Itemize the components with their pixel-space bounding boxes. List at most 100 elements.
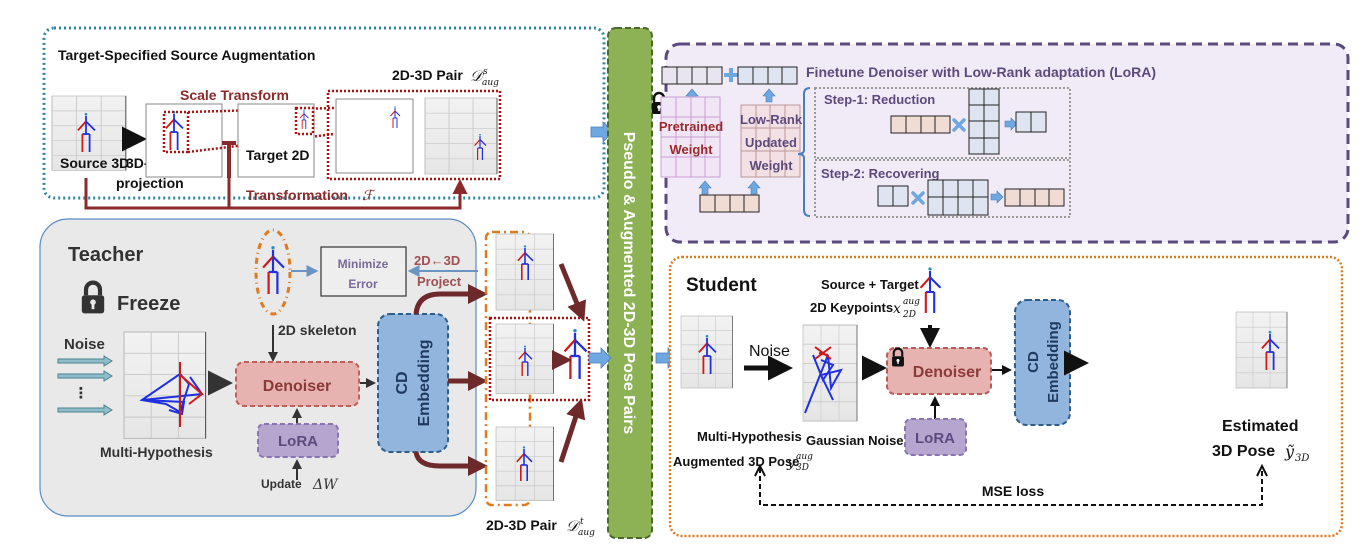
lowrank-label-1: Low-Rank bbox=[740, 112, 803, 127]
teacher-pose-pairs: ⋮ 2D-3D Pair 𝒟 t aug bbox=[484, 230, 612, 538]
teacher-multi-hypothesis-label: Multi-Hypothesis bbox=[100, 444, 213, 460]
student-title: Student bbox=[686, 275, 757, 296]
aug-pair-symbol: 𝒟 s aug bbox=[470, 67, 499, 88]
minimize-error-box bbox=[320, 246, 407, 297]
mse-arrowhead-left bbox=[754, 463, 766, 477]
teacher-pair-symbol: 𝒟 bbox=[566, 517, 581, 535]
augmentation-panel: Target-Specified Source Augmentation 2D-… bbox=[42, 26, 614, 210]
pretrained-label-1: Pretrained bbox=[659, 119, 723, 134]
teacher-pose-plot-2 bbox=[495, 323, 554, 394]
step2-up-matrix bbox=[927, 179, 989, 216]
x-aug-sup: aug bbox=[903, 297, 920, 307]
source-3d-label: Source 3D bbox=[60, 155, 129, 171]
teacher-denoiser-box bbox=[235, 361, 360, 407]
x-aug-symbol: x bbox=[893, 301, 901, 317]
student-panel: Student Multi-Hypothesis Augmented 3D Po… bbox=[655, 255, 1344, 538]
student-input-plot bbox=[680, 315, 733, 389]
step1-down-matrix bbox=[968, 88, 1000, 155]
x-aug-sub: 2D bbox=[902, 310, 916, 320]
step1-label: Step-1: Reduction bbox=[824, 92, 935, 107]
student-cd-label-2: Embedding bbox=[1045, 321, 1062, 403]
teacher-pose-plot-1 bbox=[495, 233, 554, 311]
input-vector bbox=[699, 194, 760, 213]
step1-output-vector bbox=[1015, 111, 1047, 133]
lowrank-label-2: Updated bbox=[745, 135, 797, 150]
teacher-pair-sup: t bbox=[580, 517, 584, 527]
teacher-pair-label: 2D-3D Pair bbox=[486, 517, 557, 533]
lowrank-label-3: Weight bbox=[749, 158, 793, 173]
noise-arrows bbox=[57, 355, 113, 416]
student-denoiser-box bbox=[886, 347, 992, 395]
arrow-pose1-to-selected bbox=[558, 263, 587, 322]
aug-pair-sup: s bbox=[483, 67, 488, 77]
pseudo-pairs-bar-rect bbox=[607, 27, 653, 539]
freeze-lock-icon bbox=[81, 280, 105, 314]
y-aug-sub: 3D bbox=[796, 463, 809, 473]
arrow-pose3-to-selected bbox=[558, 398, 586, 463]
minimize-label-1: Minimize bbox=[338, 257, 389, 271]
project-label-1: 2D←3D bbox=[414, 253, 460, 268]
mse-loss-path bbox=[759, 468, 1263, 506]
minimize-label-2: Error bbox=[348, 277, 378, 291]
step1-input-vector bbox=[890, 115, 951, 134]
project-label-2: Project bbox=[417, 274, 462, 289]
teacher-lora-label: LoRA bbox=[278, 433, 318, 450]
teacher-denoiser-label: Denoiser bbox=[263, 378, 331, 395]
output-vector-b bbox=[737, 66, 798, 85]
scale-connector bbox=[222, 141, 236, 178]
pretrained-weight-grid bbox=[660, 96, 721, 178]
teacher-cd-label-1: CD bbox=[394, 371, 411, 394]
update-symbol: ΔW bbox=[312, 477, 339, 493]
arrow-cd-to-pose1 bbox=[413, 284, 488, 315]
skeleton-2d-label: 2D skeleton bbox=[278, 322, 357, 338]
y-aug-sup: aug bbox=[796, 452, 813, 462]
augmented-pose-label: Augmented 3D Pose bbox=[673, 454, 799, 469]
source-target-label-1: Source + Target bbox=[821, 277, 919, 292]
steps-bracket bbox=[797, 87, 811, 217]
teacher-pairs-border bbox=[484, 230, 532, 507]
plus-icon bbox=[724, 68, 738, 82]
student-noise-label: Noise bbox=[749, 343, 790, 360]
teacher-panel: Teacher Freeze Noise ⋮ Multi-Hypothesis bbox=[39, 218, 488, 517]
step1-box bbox=[814, 87, 1071, 159]
lora-panel: Finetune Denoiser with Low-Rank adaptati… bbox=[650, 42, 1350, 244]
scale-box-target bbox=[294, 106, 315, 136]
source-target-label-2: 2D Keypoints bbox=[810, 300, 893, 315]
teacher-title: Teacher bbox=[68, 244, 143, 266]
mse-loss-label: MSE loss bbox=[982, 483, 1044, 499]
augmentation-title: Target-Specified Source Augmentation bbox=[58, 47, 315, 63]
output-vector-a bbox=[661, 66, 723, 85]
pretrained-label-2: Weight bbox=[669, 142, 713, 157]
student-denoiser-label: Denoiser bbox=[913, 364, 981, 381]
target-2d-label: Target 2D bbox=[246, 147, 310, 163]
freeze-label: Freeze bbox=[117, 293, 180, 315]
skeleton-2d-ellipse bbox=[254, 228, 292, 316]
teacher-noise-dots: ⋮ bbox=[74, 385, 89, 402]
projection-plot bbox=[145, 103, 223, 178]
aug-pair-2d-plot bbox=[335, 98, 414, 174]
transformation-label: Transformation bbox=[246, 187, 348, 203]
ytilde-sub: 3D bbox=[1295, 453, 1309, 464]
transformation-symbol: ℱ bbox=[362, 188, 376, 204]
aug-pair-3d-plot bbox=[424, 97, 498, 175]
estimated-label-1: Estimated bbox=[1222, 418, 1298, 435]
gaussian-noise-plot bbox=[802, 324, 858, 422]
aug-pair-sub: aug bbox=[482, 78, 499, 88]
lora-panel-title: Finetune Denoiser with Low-Rank adaptati… bbox=[806, 64, 1156, 80]
aug-pair-box bbox=[326, 89, 502, 181]
teacher-lora-box bbox=[257, 423, 339, 458]
student-lora-label: LoRA bbox=[915, 430, 955, 447]
estimated-label-2: 3D Pose bbox=[1212, 443, 1275, 460]
teacher-cd-embedding-box bbox=[377, 313, 449, 453]
transformation-path bbox=[84, 178, 468, 210]
update-label: Update bbox=[261, 477, 302, 491]
step2-input-vector bbox=[877, 185, 909, 207]
aug-pair-symbol-main: 𝒟 bbox=[470, 67, 485, 85]
teacher-pose-plot-3 bbox=[495, 426, 554, 501]
student-lora-box bbox=[904, 418, 967, 456]
selected-pair-pose bbox=[563, 327, 588, 381]
lowrank-weight-grid bbox=[740, 104, 801, 178]
ytilde-symbol: ỹ bbox=[1284, 442, 1295, 461]
y-aug-symbol: y bbox=[786, 455, 796, 471]
scale-transform-label: Scale Transform bbox=[180, 87, 289, 103]
